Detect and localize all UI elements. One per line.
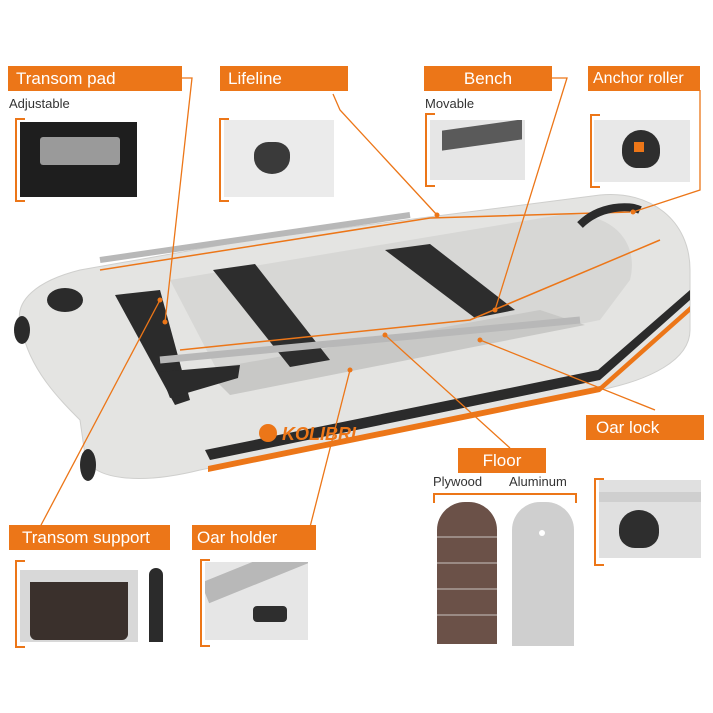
- oar-holder-clip: [253, 606, 287, 622]
- transom-support-bar: [149, 568, 163, 642]
- oar-holder-photo: [205, 562, 308, 640]
- floor-option-plywood: Plywood: [433, 474, 483, 489]
- oar-shaft: [599, 492, 701, 502]
- aluminum-floor: [512, 502, 574, 646]
- label-oar-lock: Oar lock: [586, 415, 704, 440]
- label-lifeline: Lifeline: [220, 66, 348, 91]
- label-bench: Bench: [424, 66, 552, 91]
- bracket: [15, 560, 25, 648]
- bracket: [219, 118, 229, 202]
- transom-board: [30, 582, 128, 640]
- plywood-floor: [437, 502, 497, 644]
- sublabel-adjustable: Adjustable: [9, 96, 70, 111]
- transom-pad-plate: [40, 137, 120, 165]
- label-transom-pad: Transom pad: [8, 66, 182, 91]
- bracket: [200, 559, 210, 647]
- lifeline-photo: [224, 120, 334, 197]
- brand-logo-text: KOLIBRI: [282, 424, 357, 444]
- transom-support-photo: [20, 570, 138, 642]
- lifeline-holder: [254, 142, 290, 174]
- bracket: [590, 114, 600, 188]
- floor-bracket: [433, 493, 577, 503]
- label-oar-holder: Oar holder: [192, 525, 316, 550]
- transom-pad-photo: [20, 122, 137, 197]
- oar-lock-mount: [619, 510, 659, 548]
- bracket: [594, 478, 604, 566]
- oar-shaft: [205, 562, 308, 604]
- bracket: [15, 118, 25, 202]
- floor-option-aluminum: Aluminum: [509, 474, 567, 489]
- bench-photo: [430, 120, 525, 180]
- oar-lock-photo: [599, 480, 701, 558]
- anchor-roller-photo: [594, 120, 690, 182]
- sublabel-movable: Movable: [425, 96, 475, 111]
- label-floor: Floor: [458, 448, 546, 473]
- bracket: [425, 113, 435, 187]
- anchor-roller-clip: [634, 142, 644, 152]
- bench-board: [442, 120, 522, 151]
- label-anchor-roller: Anchor roller: [588, 66, 700, 91]
- label-transom-support: Transom support: [9, 525, 170, 550]
